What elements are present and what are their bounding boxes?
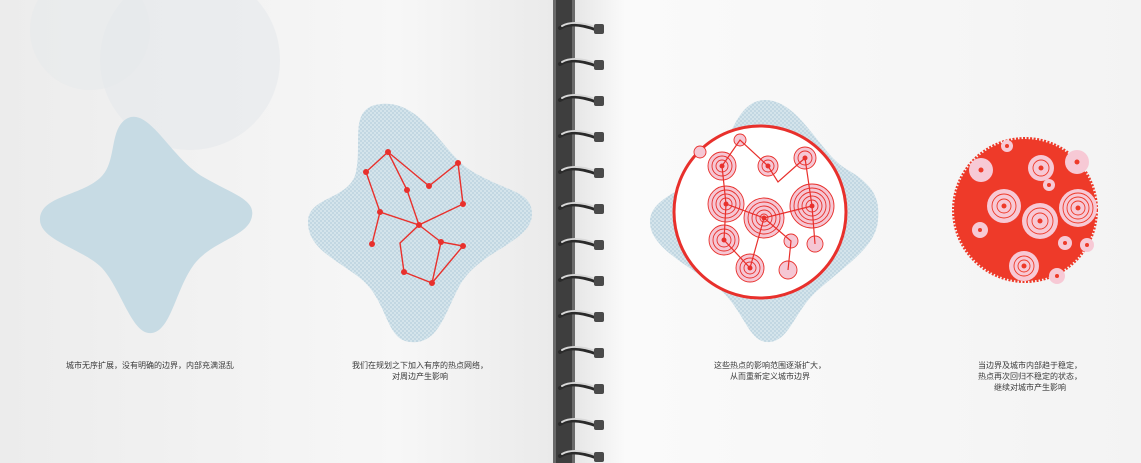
caption-stage-4: 当边界及城市内部趋于稳定， 热点再次回归不稳定的状态， 继续对城市产生影响 <box>920 360 1140 393</box>
caption-stage-3: 这些热点的影响范围逐渐扩大， 从而重新定义城市边界 <box>640 360 900 382</box>
caption-stage-1: 城市无序扩展，没有明确的边界，内部充满混乱 <box>30 360 270 371</box>
caption-stage-2: 我们在规划之下加入有序的热点网络， 对周边产生影响 <box>300 360 540 382</box>
